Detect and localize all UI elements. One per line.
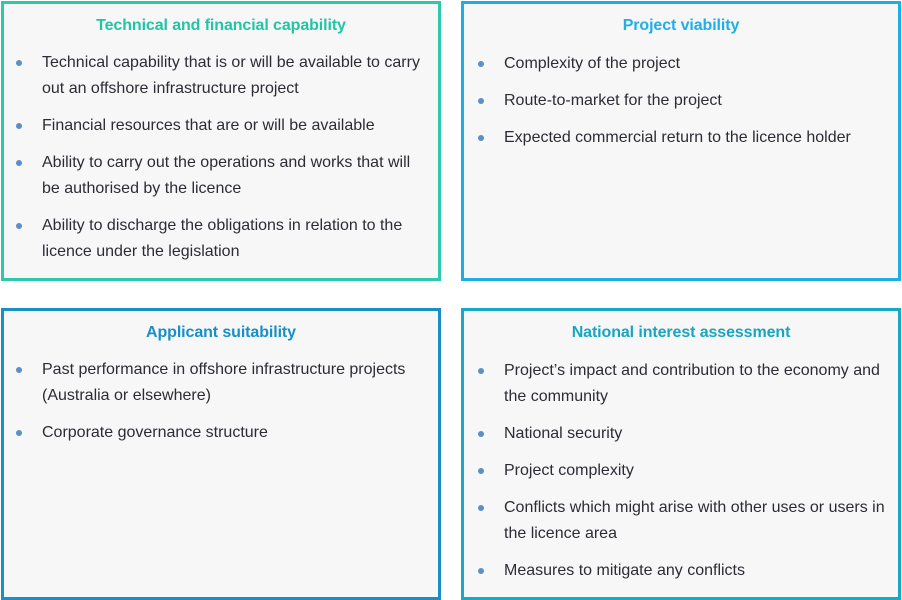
criteria-list: Complexity of the project Route-to-marke… [464,51,898,151]
list-item-text: Corporate governance structure [42,424,268,441]
list-item-text: Technical capability that is or will be … [42,54,420,97]
list-item-text: Project’s impact and contribution to the… [504,362,880,405]
list-item-text: National security [504,425,623,442]
list-item-text: Measures to mitigate any conflicts [504,562,745,579]
panel-technical-financial-capability: Technical and financial capability Techn… [1,1,441,281]
bullet-icon [16,367,22,373]
bullet-icon [478,431,484,437]
criteria-list: Technical capability that is or will be … [4,50,438,265]
list-item: Conflicts which might arise with other u… [464,495,898,547]
list-item: Measures to mitigate any conflicts [464,558,898,584]
panel-title: Project viability [622,17,740,34]
list-item-text: Project complexity [504,462,634,479]
panel-project-viability: Project viability Complexity of the proj… [461,1,901,281]
list-item: Past performance in offshore infrastruct… [4,357,438,409]
list-item: Ability to carry out the operations and … [4,150,438,202]
list-item-text: Ability to carry out the operations and … [42,154,411,197]
list-item: National security [464,421,898,447]
bullet-icon [478,98,484,104]
list-item-text: Expected commercial return to the licenc… [504,129,851,146]
list-item: Expected commercial return to the licenc… [464,125,898,151]
bullet-icon [16,430,22,436]
panel-title: Technical and financial capability [96,17,346,34]
bullet-icon [16,60,22,66]
bullet-icon [478,61,484,67]
list-item-text: Financial resources that are or will be … [42,117,375,134]
bullet-icon [478,505,484,511]
list-item: Route-to-market for the project [464,88,898,114]
list-item-text: Past performance in offshore infrastruct… [42,361,406,404]
criteria-list: Past performance in offshore infrastruct… [4,357,438,446]
list-item-text: Complexity of the project [504,55,681,72]
panel-applicant-suitability: Applicant suitability Past performance i… [1,308,441,600]
bullet-icon [16,123,22,129]
panel-title: Applicant suitability [146,324,296,341]
list-item: Technical capability that is or will be … [4,50,438,102]
bullet-icon [478,468,484,474]
list-item: Financial resources that are or will be … [4,113,438,139]
list-item: Complexity of the project [464,51,898,77]
list-item-text: Ability to discharge the obligations in … [42,217,403,260]
list-item-text: Route-to-market for the project [504,92,722,109]
bullet-icon [16,160,22,166]
bullet-icon [478,568,484,574]
list-item: Project’s impact and contribution to the… [464,358,898,410]
bullet-icon [16,223,22,229]
bullet-icon [478,135,484,141]
criteria-list: Project’s impact and contribution to the… [464,358,898,584]
list-item: Ability to discharge the obligations in … [4,213,438,265]
list-item: Project complexity [464,458,898,484]
panel-national-interest-assessment: National interest assessment Project’s i… [461,308,901,600]
list-item: Corporate governance structure [4,420,438,446]
panel-title: National interest assessment [571,324,791,341]
list-item-text: Conflicts which might arise with other u… [504,499,885,542]
bullet-icon [478,368,484,374]
